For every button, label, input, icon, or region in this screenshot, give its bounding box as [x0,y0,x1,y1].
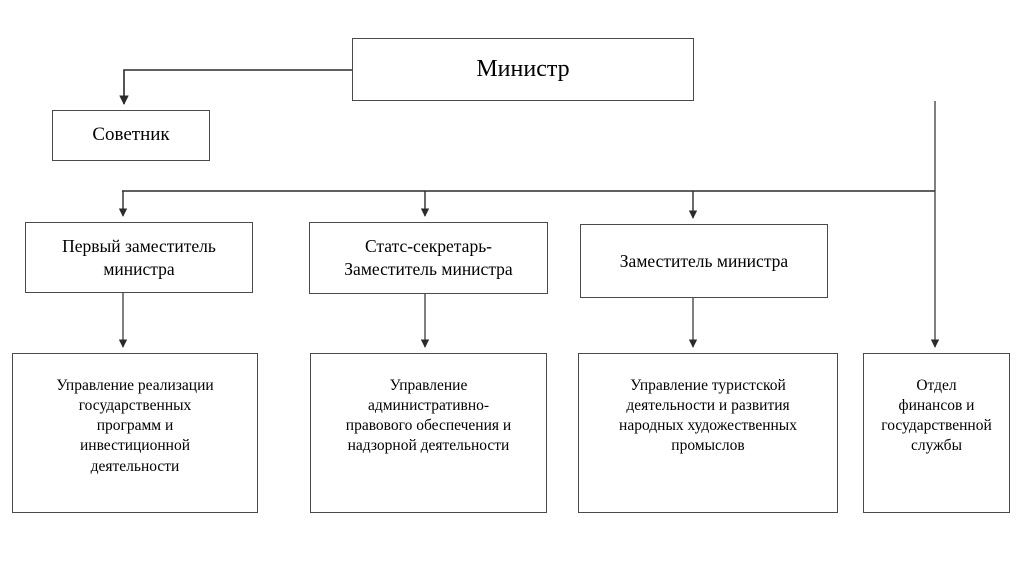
node-advisor[interactable]: Советник [52,110,210,161]
node-state-secretary[interactable]: Статс-секретарь- Заместитель министра [309,222,548,294]
node-state-secretary-label: Статс-секретарь- Заместитель министра [344,236,513,279]
node-dept-legal[interactable]: Управление административно- правового об… [310,353,547,513]
node-deputy-minister-label: Заместитель министра [619,250,789,271]
node-dept-tourism-label: Управление туристской деятельности и раз… [619,377,797,455]
node-minister-label: Министр [476,55,570,82]
node-dept-programs-label: Управление реализации государственных пр… [56,377,214,475]
node-dept-finance-label: Отдел финансов и государственной службы [881,377,992,455]
node-dept-tourism[interactable]: Управление туристской деятельности и раз… [578,353,838,513]
node-dept-legal-label: Управление административно- правового об… [345,377,512,455]
node-dept-finance[interactable]: Отдел финансов и государственной службы [863,353,1010,513]
node-first-deputy[interactable]: Первый заместитель министра [25,222,253,293]
node-deputy-minister[interactable]: Заместитель министра [580,224,828,298]
node-advisor-label: Советник [92,124,170,146]
node-first-deputy-label: Первый заместитель министра [62,235,216,279]
node-minister[interactable]: Министр [352,38,694,101]
edge-minister-to-advisor [119,69,352,105]
node-dept-programs[interactable]: Управление реализации государственных пр… [12,353,258,513]
